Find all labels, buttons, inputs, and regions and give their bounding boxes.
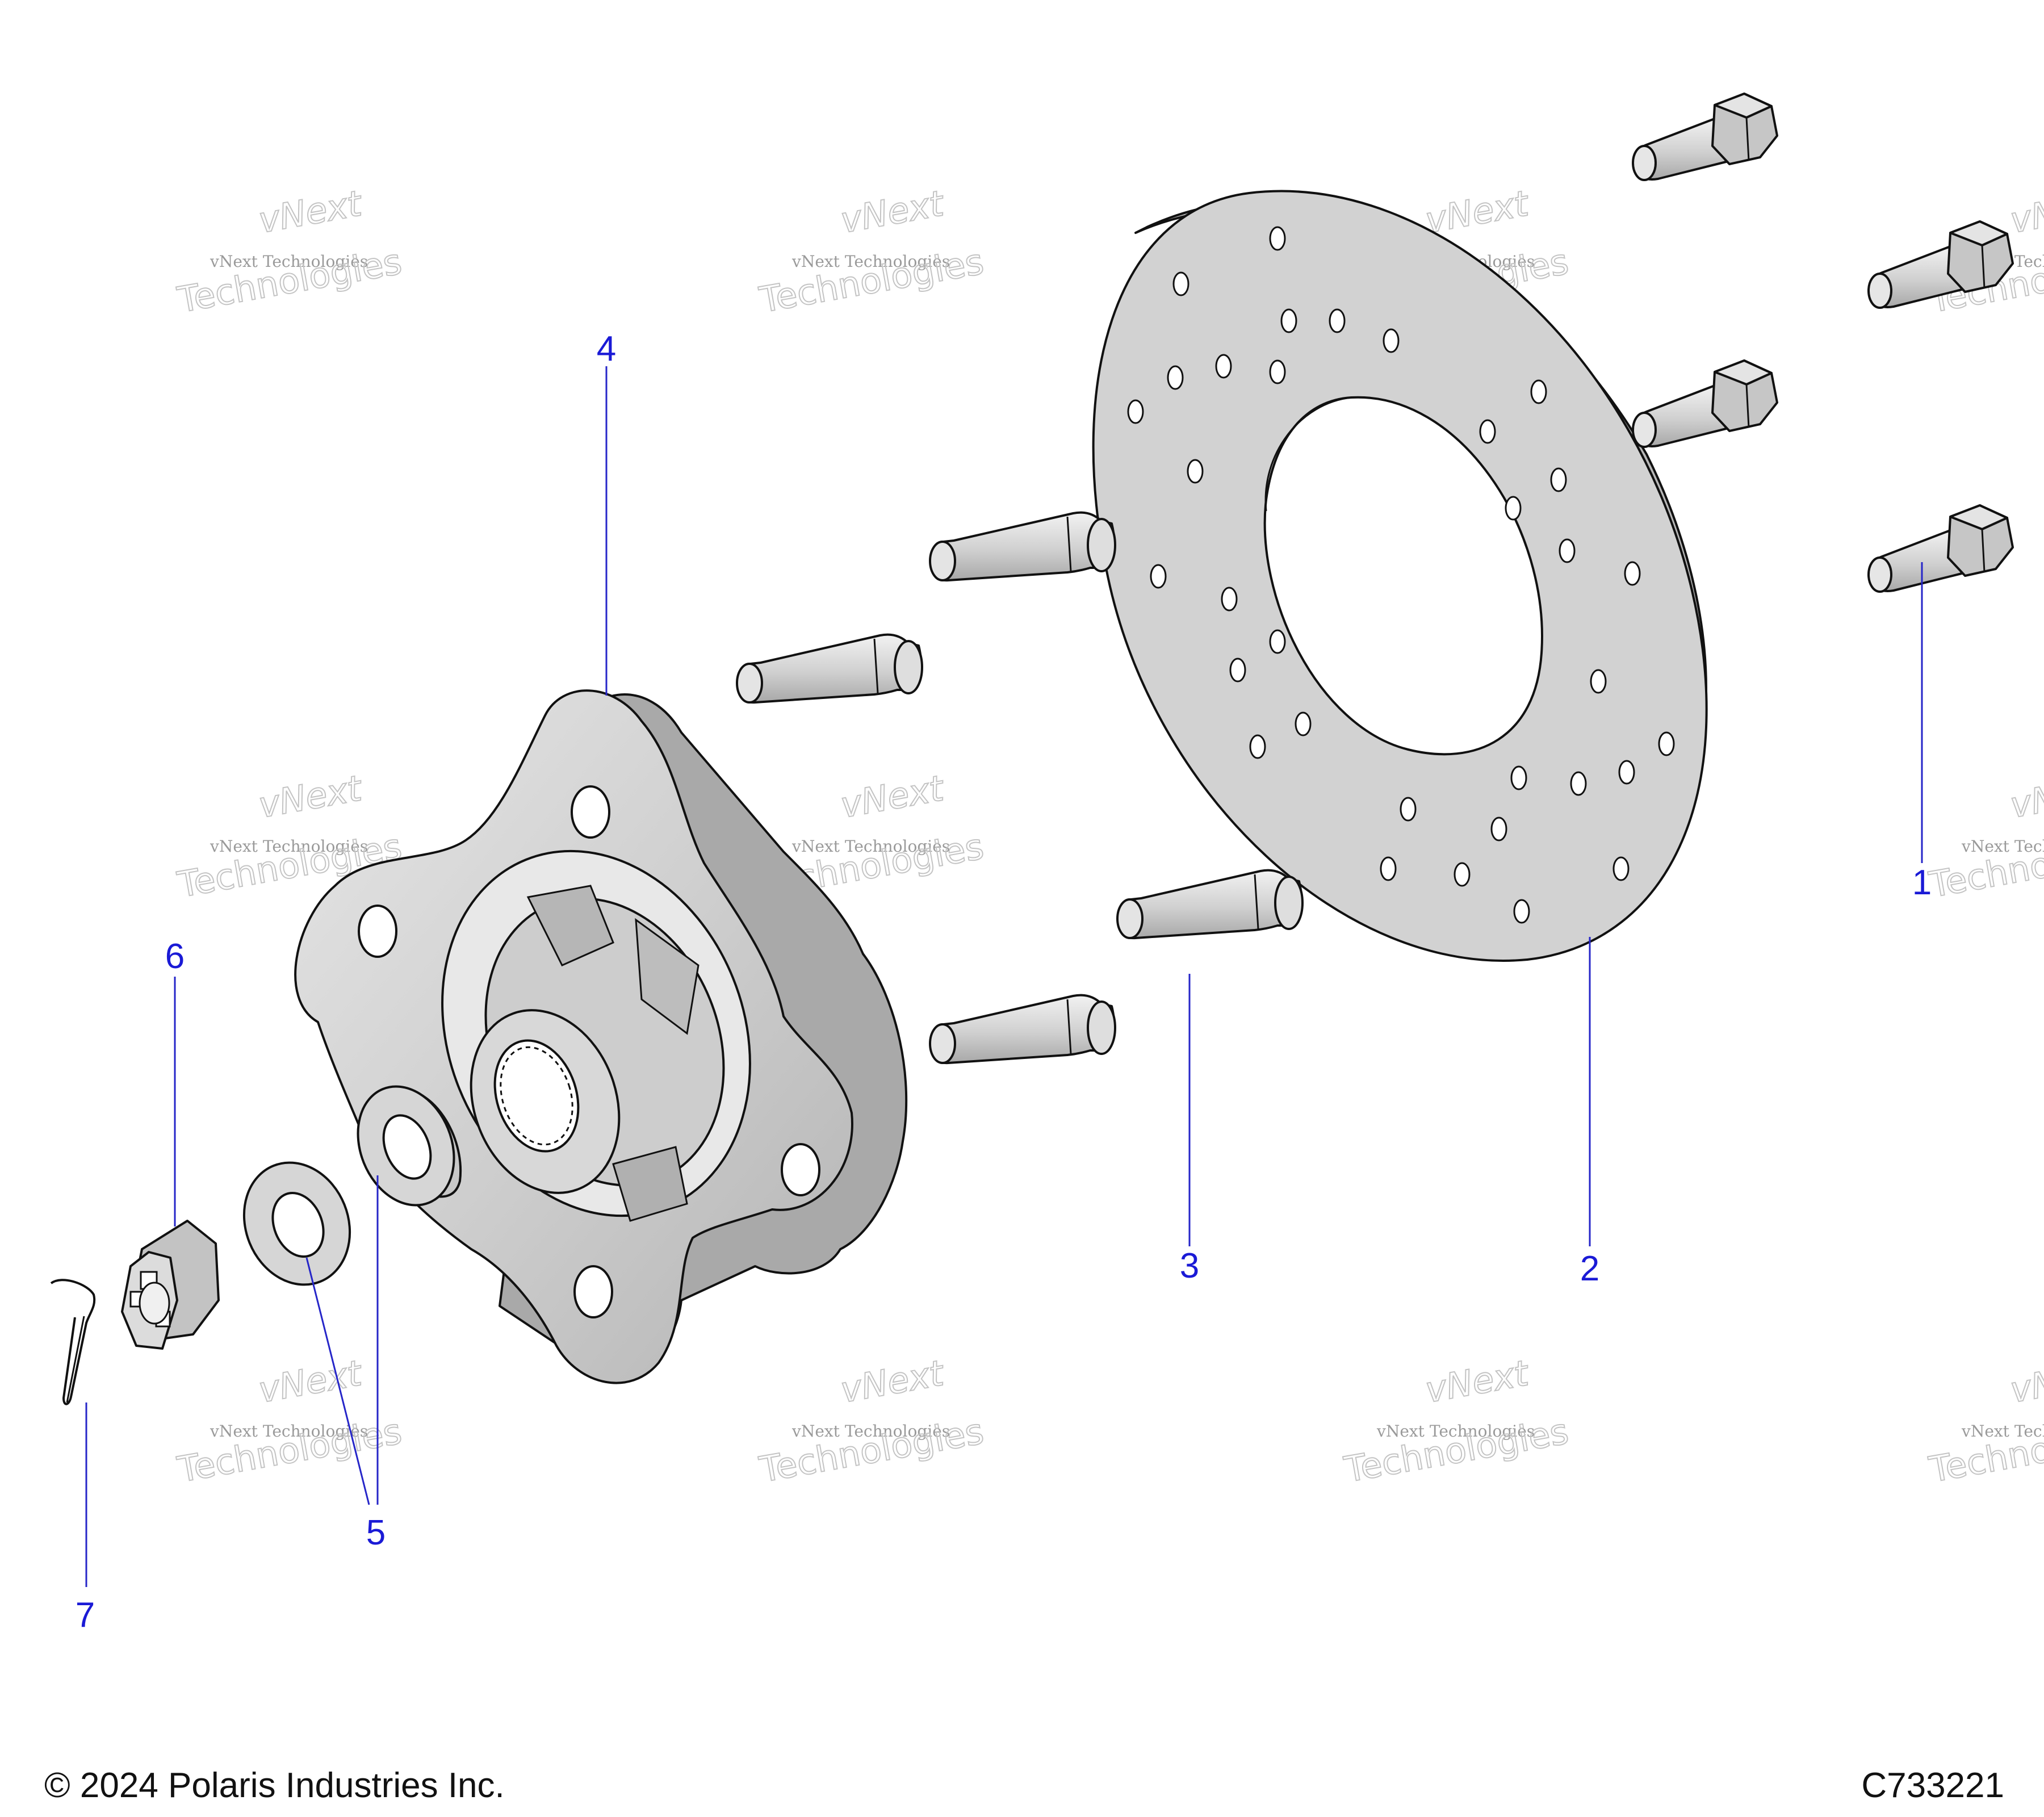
callout-2: 2 — [1580, 1249, 1599, 1288]
copyright-text: © 2024 Polaris Industries Inc. — [44, 1766, 505, 1805]
wheel-hub — [294, 689, 908, 1384]
callout-4: 4 — [597, 329, 616, 369]
footer: © 2024 Polaris Industries Inc. C733221 — [44, 1766, 2004, 1805]
brake-disc — [1092, 190, 1708, 962]
washers — [242, 1085, 462, 1286]
callout-5: 5 — [366, 1513, 386, 1552]
callout-1: 1 — [1912, 863, 1932, 902]
figure-id: C733221 — [1861, 1766, 2004, 1805]
disc-holes — [1127, 226, 1675, 924]
callout-labels: 1 2 3 4 5 6 7 — [76, 329, 1932, 1635]
flange-bolts — [1632, 93, 2014, 593]
leader-lines — [85, 366, 1923, 1587]
cotter-pin — [50, 1279, 96, 1405]
callout-3: 3 — [1180, 1246, 1199, 1286]
callout-7: 7 — [76, 1596, 95, 1635]
callout-6: 6 — [165, 937, 185, 976]
castle-nut — [121, 1220, 220, 1350]
